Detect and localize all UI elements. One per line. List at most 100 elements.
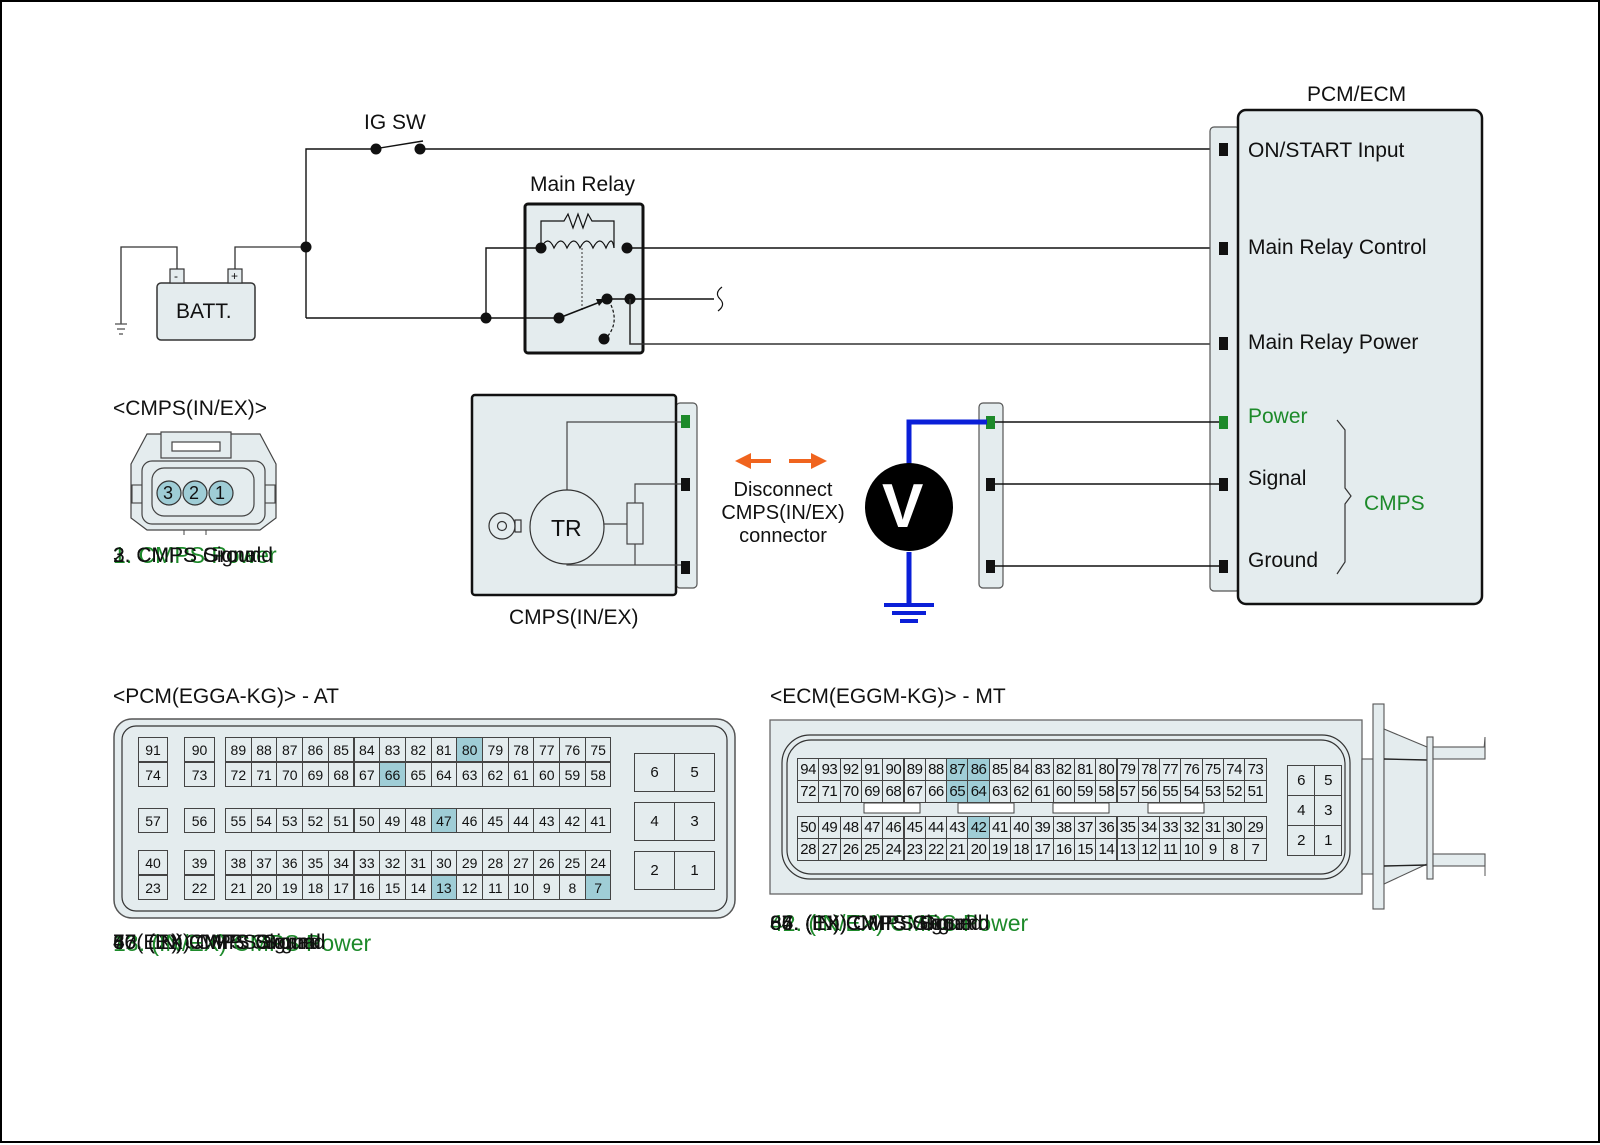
pin-cell: 27: [507, 850, 535, 875]
main-relay-label: Main Relay: [530, 173, 636, 196]
pin-cell: 65: [404, 762, 432, 787]
pin-cell: 9: [533, 875, 561, 900]
pin-legend-item: 13. (IN/EX) CMPS Power: [113, 930, 372, 956]
pin-legend-item: 7. (EX) CMPS Ground: [113, 931, 321, 954]
pin-cell: 14: [1095, 838, 1118, 861]
pin-cell: 49: [379, 808, 406, 833]
pin-cell: 90: [184, 737, 215, 762]
pin-cell: 67: [903, 780, 926, 803]
pin-cell: 47: [430, 808, 458, 833]
pcm-terminal-label: Power: [1248, 405, 1308, 428]
pin-cell: 32: [379, 850, 406, 875]
pin-cell: 39: [1031, 816, 1054, 839]
pin-cell: 89: [225, 737, 252, 762]
pin-cell: 33: [1159, 816, 1182, 839]
pin-cell: 69: [860, 780, 884, 803]
pin-cell: 26: [839, 838, 862, 861]
pin-cell: 18: [1010, 838, 1033, 861]
pin-cell: 35: [302, 850, 329, 875]
power-pin-cell: 4: [634, 802, 675, 841]
pin-cell: 39: [184, 850, 215, 875]
pin-legend-item: 66. (IN) CMPS Signal: [113, 931, 314, 954]
pin-cell: 28: [797, 838, 820, 861]
pin-cell: 37: [250, 850, 278, 875]
pin-cell: 40: [1010, 816, 1033, 839]
pin-legend-item: 2. CMPS Signal: [113, 544, 262, 567]
pin-cell: 13: [430, 875, 458, 900]
instruction-line: connector: [739, 525, 827, 547]
ecm-connector-housing: [769, 703, 1486, 910]
power-pin-cell: 6: [1287, 765, 1315, 796]
power-pin-cell: 1: [674, 851, 715, 890]
pcm-ecm-module: [1209, 108, 1484, 606]
pin-cell: 86: [967, 758, 990, 781]
voltmeter-label: V: [882, 472, 924, 541]
power-pin-cell: 2: [634, 851, 675, 890]
cmps-connector-title: <CMPS(IN/EX)>: [113, 397, 268, 420]
pin-cell: 84: [1010, 758, 1033, 781]
pin-cell: 82: [404, 737, 432, 762]
pin-legend-item: 80. (IN) CMPS Ground: [113, 931, 326, 954]
ig-switch-label: IG SW: [364, 111, 426, 134]
pin-cell: 79: [482, 737, 509, 762]
pin-cell: 18: [302, 875, 329, 900]
pcm-terminal-label: ON/START Input: [1248, 139, 1405, 162]
pin-cell: 87: [276, 737, 304, 762]
pin-cell: 94: [797, 758, 820, 781]
pin-cell: 59: [1073, 780, 1097, 803]
pin-cell: 15: [379, 875, 406, 900]
pin-cell: 41: [584, 808, 612, 833]
pin-cell: 81: [430, 737, 458, 762]
pin-cell: 72: [225, 762, 252, 787]
battery-label: BATT.: [176, 300, 232, 323]
power-pin-cell: 5: [674, 753, 715, 792]
cmps-pin-number: 1: [215, 483, 226, 503]
pin-cell: 21: [946, 838, 969, 861]
pin-cell: 40: [138, 850, 168, 875]
pin-cell: 65: [946, 780, 969, 803]
pin-cell: 63: [988, 780, 1011, 803]
pin-cell: 89: [903, 758, 926, 781]
pcm-terminal-label: Ground: [1248, 549, 1319, 572]
power-pin-cell: 6: [634, 753, 675, 792]
pin-cell: 38: [1052, 816, 1075, 839]
pin-cell: 45: [903, 816, 926, 839]
pin-cell: 91: [138, 737, 168, 762]
pin-cell: 76: [1180, 758, 1203, 781]
pin-cell: 12: [456, 875, 483, 900]
pin-cell: 73: [184, 762, 215, 787]
pin-cell: 61: [1031, 780, 1054, 803]
power-pin-cell: 2: [1287, 825, 1315, 856]
pin-cell: 71: [250, 762, 278, 787]
pin-cell: 87: [946, 758, 969, 781]
pin-cell: 74: [1223, 758, 1246, 781]
battery-negative-terminal: -: [174, 269, 178, 283]
pin-cell: 92: [839, 758, 862, 781]
pin-cell: 75: [1201, 758, 1224, 781]
pin-cell: 53: [276, 808, 304, 833]
pin-cell: 73: [1244, 758, 1267, 781]
pin-cell: 24: [584, 850, 612, 875]
pin-cell: 78: [1137, 758, 1161, 781]
pin-legend-item: 87. (IN) CMPS Signal: [770, 912, 971, 935]
pin-cell: 78: [507, 737, 535, 762]
pin-cell: 23: [903, 838, 926, 861]
pin-cell: 54: [250, 808, 278, 833]
pin-cell: 45: [482, 808, 509, 833]
pin-legend-item: 86. (IN) CMPS Ground: [770, 912, 983, 935]
pin-cell: 11: [482, 875, 509, 900]
voltmeter-icon: [865, 419, 987, 623]
pin-cell: 36: [1095, 816, 1118, 839]
pin-cell: 42: [559, 808, 586, 833]
instruction-line: Disconnect: [733, 479, 833, 501]
brace-icon: [1336, 419, 1352, 575]
pin-cell: 69: [302, 762, 329, 787]
pin-cell: 61: [507, 762, 535, 787]
pcm-ecm-label: PCM/ECM: [1307, 83, 1407, 106]
pin-cell: 58: [1095, 780, 1118, 803]
pin-cell: 71: [818, 780, 841, 803]
power-pin-cell: 3: [674, 802, 715, 841]
battery: [115, 246, 306, 341]
cmps-group-label: CMPS: [1364, 492, 1425, 515]
